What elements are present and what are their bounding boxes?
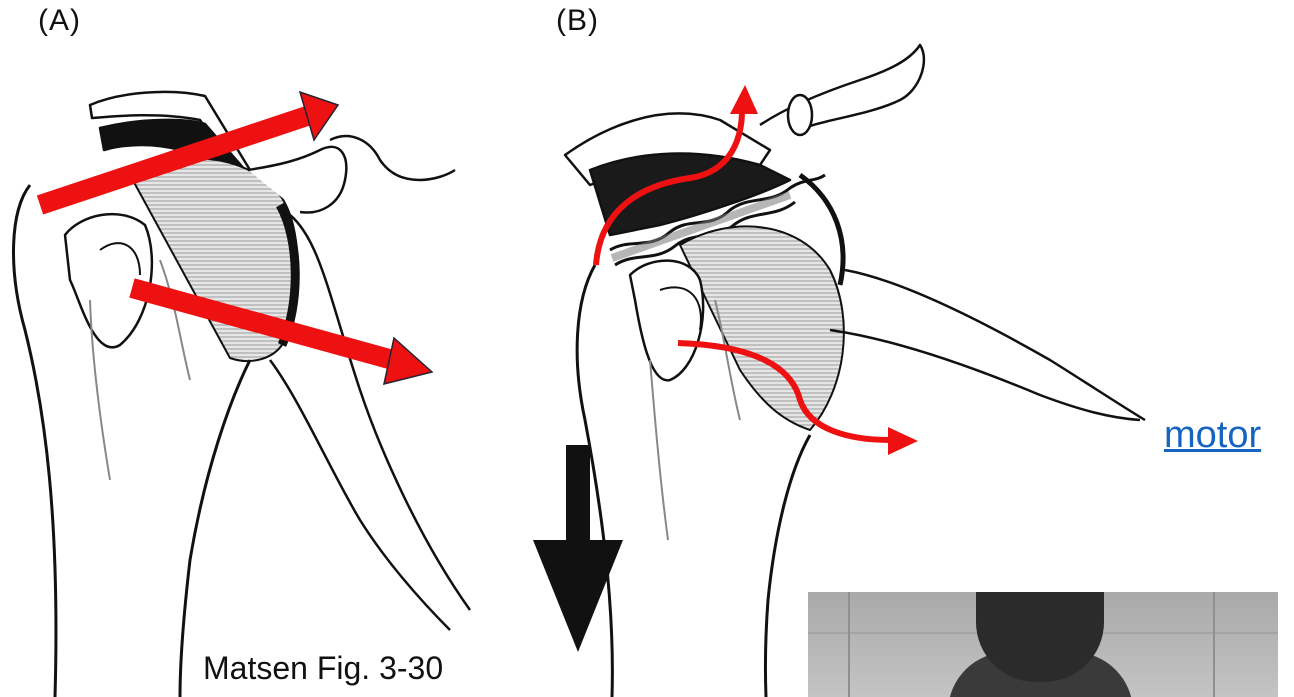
humerus-a-medial <box>180 360 250 697</box>
clavicle-end-b <box>788 95 812 135</box>
motor-link[interactable]: motor <box>1164 414 1261 457</box>
humeral-head-b <box>680 226 844 430</box>
patient-neck-photo <box>808 592 1278 697</box>
figure-caption: Matsen Fig. 3-30 <box>203 650 443 687</box>
scapula-b <box>845 270 1145 420</box>
tuberosity-b <box>630 261 703 381</box>
scapula-a-inner <box>270 360 450 630</box>
superior-curved-arrowhead <box>730 85 758 114</box>
humerus-a-lateral <box>14 185 56 697</box>
inferior-translation-arrowhead <box>384 338 432 384</box>
scapula-b-inner <box>830 330 1140 420</box>
inferior-curved-arrowhead <box>888 427 918 455</box>
coracoid-a-outline <box>330 136 455 180</box>
humerus-b-medial <box>765 435 810 697</box>
clavicle-b <box>760 45 924 130</box>
